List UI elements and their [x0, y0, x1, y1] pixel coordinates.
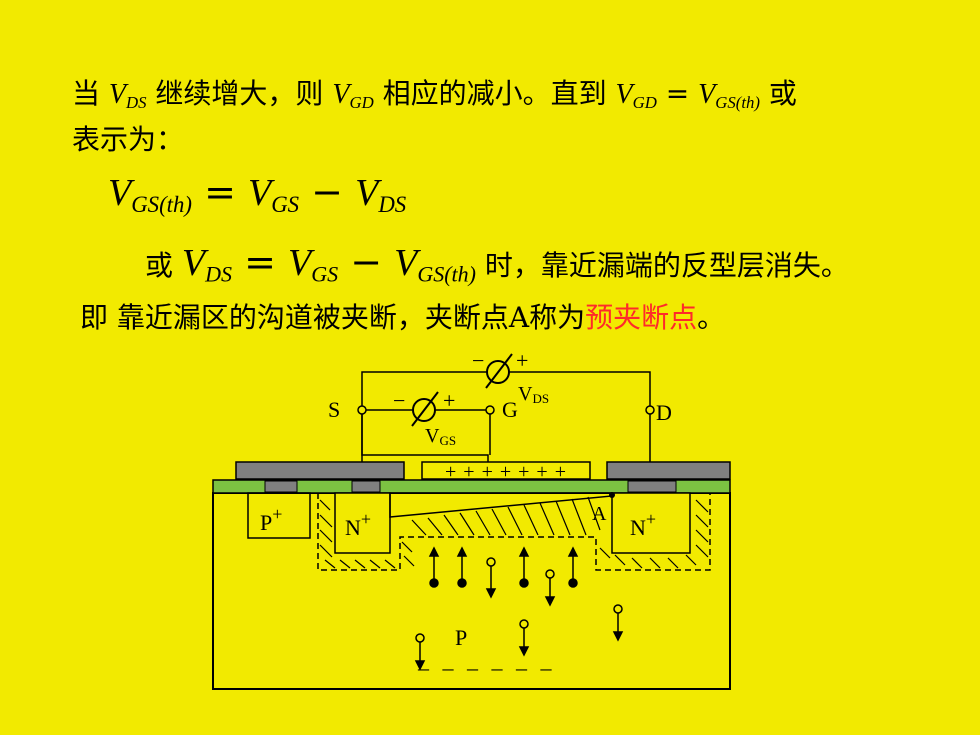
- text-segment: 或: [145, 249, 182, 282]
- symbol-subscript: DS: [205, 261, 233, 287]
- symbol-subscript: DS: [378, 191, 407, 217]
- symbol-subscript: GD: [349, 93, 374, 113]
- label-g: G: [502, 397, 518, 422]
- label-n-plus-right: N+: [630, 509, 656, 540]
- n-plus-drain-region: [611, 492, 691, 554]
- text-segment: 时，靠近漏端的反型层消失。: [476, 249, 849, 282]
- minus-sign: −: [299, 170, 356, 214]
- symbol-v: V: [394, 242, 418, 284]
- symbol-subscript: GS(th): [131, 191, 192, 217]
- gate-electrode: [421, 461, 591, 480]
- label-p-plus: P+: [260, 504, 282, 535]
- drain-electrode: [606, 461, 731, 480]
- minus-sign: −: [338, 240, 395, 284]
- pinch-off-point: [609, 492, 615, 498]
- vds-meter-needle: [485, 353, 513, 389]
- symbol-v: V: [108, 172, 132, 214]
- symbol-v: V: [615, 79, 633, 110]
- equals-sign: =: [232, 240, 289, 284]
- depletion-boundary: [317, 493, 711, 571]
- gate-wire: [361, 410, 489, 462]
- vgs-minus: −: [393, 388, 405, 413]
- symbol-subscript: GS(th): [417, 261, 476, 287]
- label-n-plus-left: N+: [345, 509, 371, 540]
- terminal-g: [485, 405, 495, 415]
- text-segment: 继续增大，则: [146, 77, 333, 110]
- text-line-2: 表示为：: [72, 123, 185, 156]
- symbol-v: V: [108, 79, 127, 110]
- contact-window: [351, 480, 381, 493]
- tapered-channel: [389, 492, 613, 518]
- text-segment: 即 靠近漏区的沟道被夹断，夹断点A称为: [80, 301, 586, 334]
- vgs-label: VGS: [425, 425, 456, 448]
- label-d: D: [656, 400, 672, 425]
- vds-label: VDS: [518, 383, 549, 406]
- equation-1: VGS(th) = VGS − VDS: [108, 170, 406, 218]
- symbol-v: V: [698, 79, 716, 110]
- symbol-subscript: GS(th): [715, 93, 760, 113]
- highlight-term: 预夹断点: [585, 301, 698, 334]
- symbol-subscript: GD: [632, 93, 657, 113]
- vds-minus: −: [472, 348, 484, 373]
- vgs-meter-needle: [411, 391, 439, 427]
- gate-charges: + + + + + + +: [445, 461, 567, 483]
- equals-sign: =: [192, 170, 248, 214]
- symbol-subscript: GS: [271, 191, 300, 217]
- label-s: S: [328, 397, 340, 422]
- source-electrode: [235, 461, 405, 480]
- symbol-subscript: DS: [126, 93, 147, 113]
- text-segment: =: [656, 77, 699, 110]
- symbol-v: V: [332, 79, 350, 110]
- depletion-hatching: [319, 496, 709, 569]
- text-segment: 或: [760, 77, 797, 110]
- n-plus-source-region: [334, 492, 391, 554]
- vds-plus: +: [516, 348, 528, 373]
- contact-window: [264, 480, 298, 493]
- terminal-s: [357, 405, 367, 415]
- symbol-v: V: [248, 172, 272, 214]
- equation-2-line: 或 VDS = VGS − VGS(th) 时，靠近漏端的反型层消失。: [145, 240, 849, 288]
- text-line-4: 即 靠近漏区的沟道被夹断，夹断点A称为预夹断点。: [80, 296, 725, 336]
- bottom-charges: – – – – – –: [417, 655, 556, 680]
- p-plus-region: [247, 492, 311, 539]
- contact-window: [627, 480, 677, 493]
- text-segment: 当: [72, 77, 109, 110]
- text-segment: 相应的减小。直到: [373, 77, 616, 110]
- symbol-subscript: GS: [311, 261, 339, 287]
- symbol-v: V: [355, 172, 379, 214]
- text-line-1: 当 VDS 继续增大，则 VGD 相应的减小。直到 VGD = VGS(th) …: [72, 72, 797, 113]
- vgs-plus: +: [443, 388, 455, 413]
- terminal-d: [645, 405, 655, 415]
- label-a: A: [592, 503, 607, 525]
- text-segment: 。: [697, 301, 726, 334]
- label-p-substrate: P: [455, 625, 467, 650]
- carrier-arrows: [414, 546, 624, 671]
- symbol-v: V: [288, 242, 312, 284]
- symbol-v: V: [181, 242, 206, 284]
